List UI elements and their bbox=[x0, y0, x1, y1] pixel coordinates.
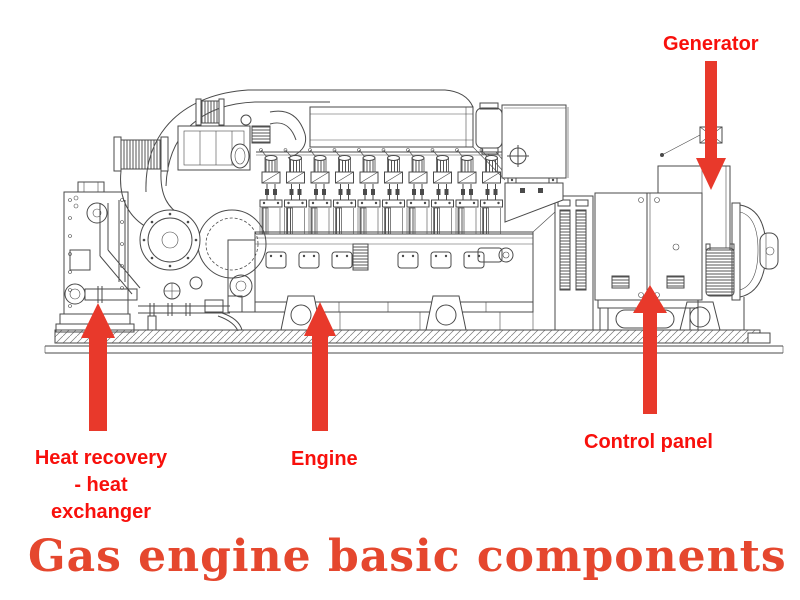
gas-train-piping bbox=[138, 276, 243, 332]
generator-end-group bbox=[657, 126, 779, 330]
cylinder-head-bank bbox=[256, 148, 533, 235]
diagram-title: Gas engine basic components bbox=[28, 531, 787, 582]
base-skid bbox=[44, 329, 784, 354]
engine-label: Engine bbox=[291, 448, 358, 470]
heat-recovery-arrow-icon bbox=[81, 303, 115, 431]
generator-label: Generator bbox=[663, 33, 759, 55]
control-panel-arrow-icon bbox=[633, 285, 667, 414]
engine-block-group bbox=[227, 231, 534, 330]
engine-arrow-icon bbox=[304, 302, 336, 431]
flywheel-housing-group bbox=[472, 146, 594, 331]
generator-arrow-icon bbox=[696, 61, 726, 190]
heat-exchanger-group bbox=[55, 181, 141, 333]
control-panel-label: Control panel bbox=[584, 431, 713, 453]
turbocharger-ducting-group bbox=[113, 89, 509, 279]
heat-recovery-label: Heat recovery - heat exchanger bbox=[34, 447, 168, 523]
silencer-box-group bbox=[501, 104, 569, 184]
generator-cabinet-group bbox=[594, 192, 703, 331]
